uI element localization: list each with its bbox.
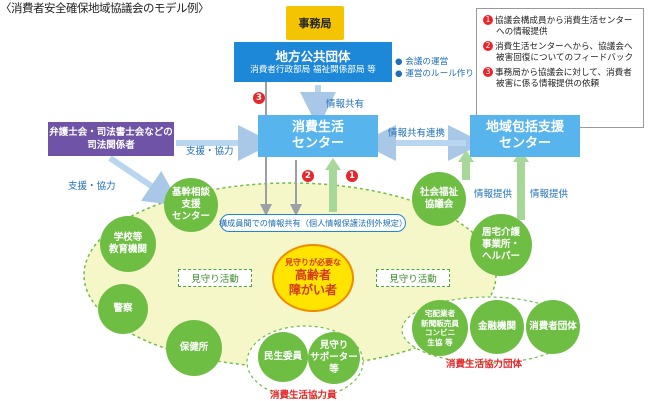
circle-supporter: 見守りサポーター等: [308, 332, 360, 384]
circle-consumer-org: 消費者団体: [526, 300, 580, 354]
community-center-line-1: 地域包括支援: [485, 120, 564, 135]
lawyers-line-2: 司法関係者: [87, 140, 135, 151]
local-gov-note-1: ● 会議の運営: [395, 57, 449, 67]
circle-finance: 金融機関: [470, 300, 524, 354]
watch-label-left: 見守り活動: [178, 269, 252, 287]
circle-kihon-center: 基幹相談支援センター: [164, 178, 218, 232]
secretariat-label: 事務局: [298, 17, 332, 30]
members-info-text: 構成員間での情報共有（個人情報保護法例外規定）: [218, 218, 408, 228]
circle-police: 警察: [98, 284, 148, 334]
local-gov-box: 地方公共団体 消費者行政部局 福祉関係部局 等: [234, 42, 392, 82]
edge-info-provide-2: 情報提供: [530, 189, 569, 200]
marker-1: 1: [346, 170, 358, 182]
local-gov-note-2: ● 運営のルール作り: [395, 69, 474, 79]
circle-school: 学校等教育機関: [100, 216, 156, 272]
label-coop-org: 消費生活協力団体: [446, 359, 523, 370]
edge-info-provide-1: 情報提供: [474, 189, 513, 200]
members-info-box: 構成員間での情報共有（個人情報保護法例外規定）: [218, 214, 408, 232]
edge-support-2: 支援・協力: [68, 181, 116, 192]
edge-info-share: 情報共有: [326, 99, 365, 110]
circle-social-welfare: 社会福祉協議会: [412, 172, 466, 226]
target-line-2: 高齢者: [294, 268, 331, 282]
consumer-center-line-1: 消費生活: [291, 120, 344, 135]
watch-label-right: 見守り活動: [376, 269, 450, 287]
edge-info-share-link: 情報共有連携: [388, 128, 446, 139]
label-coop-person: 消費生活協力員: [270, 390, 337, 401]
circle-business: 宅配業者新聞販売員コンビニ生協 等: [412, 300, 468, 356]
circle-home-care: 居宅介護事業所・ヘルパー: [470, 214, 532, 276]
lawyers-line-1: 弁護士会・司法書士会などの: [49, 127, 173, 138]
consumer-center-box: 消費生活 センター: [258, 115, 378, 157]
marker-2: 2: [302, 170, 314, 182]
target-line-3: 障がい者: [288, 283, 337, 297]
target-elderly-disabled: 見守りが必要な 高齢者 障がい者: [272, 244, 354, 312]
secretariat-box: 事務局: [286, 6, 344, 40]
lawyers-box: 弁護士会・司法書士会などの 司法関係者: [48, 122, 174, 156]
community-center-line-2: センター: [498, 136, 551, 151]
page-title: 〈消費者安全確保地域協議会のモデル例〉: [0, 1, 210, 15]
circle-minsei: 民生委員: [258, 332, 308, 382]
target-line-1: 見守りが必要な: [285, 258, 341, 267]
consumer-center-line-2: センター: [291, 136, 344, 151]
community-center-box: 地域包括支援 センター: [470, 115, 580, 157]
marker-3: 3: [253, 92, 265, 104]
local-gov-name: 地方公共団体: [275, 48, 351, 64]
circle-health-center: 保健所: [166, 320, 222, 376]
local-gov-sub: 消費者行政部局 福祉関係部局 等: [250, 64, 376, 75]
edge-support-1: 支援・協力: [186, 146, 234, 157]
